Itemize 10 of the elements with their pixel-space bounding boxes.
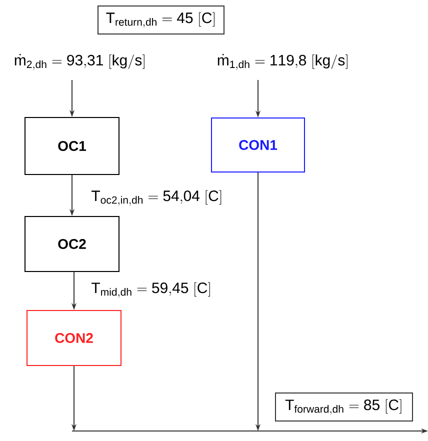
edge-label: $\mathrm{T}_{\mathrm{mid{,}dh}} = \mathrm{59{,}45\ [C]}$ [92,282,210,298]
process-box: CON1 [211,118,305,172]
edge-label: $\dot{\mathrm{m}}_{\mathrm{2{,}dh}} = \mathrm{93{,}31\ [kg/s]}$ [14,54,144,70]
value-box: $\mathrm{T}_{\mathrm{return{,}dh}} = \mathrm{45\ [C]}$ [98,6,224,34]
edge-label: $\mathrm{T}_{\mathrm{oc2{,}in{,}dh}} = \mathrm{54{,}04\ [C]}$ [92,190,222,206]
edge-label: $\dot{\mathrm{m}}_{\mathrm{1{,}dh}} = \mathrm{119{,}8\ [kg/s]}$ [218,54,348,70]
process-box: OC2 [24,216,120,272]
process-box: OC1 [24,117,120,175]
process-box: CON2 [26,310,122,366]
value-box: $\mathrm{T}_{\mathrm{forward{,}dh}} = \mathrm{85\ [C]}$ [275,392,413,422]
